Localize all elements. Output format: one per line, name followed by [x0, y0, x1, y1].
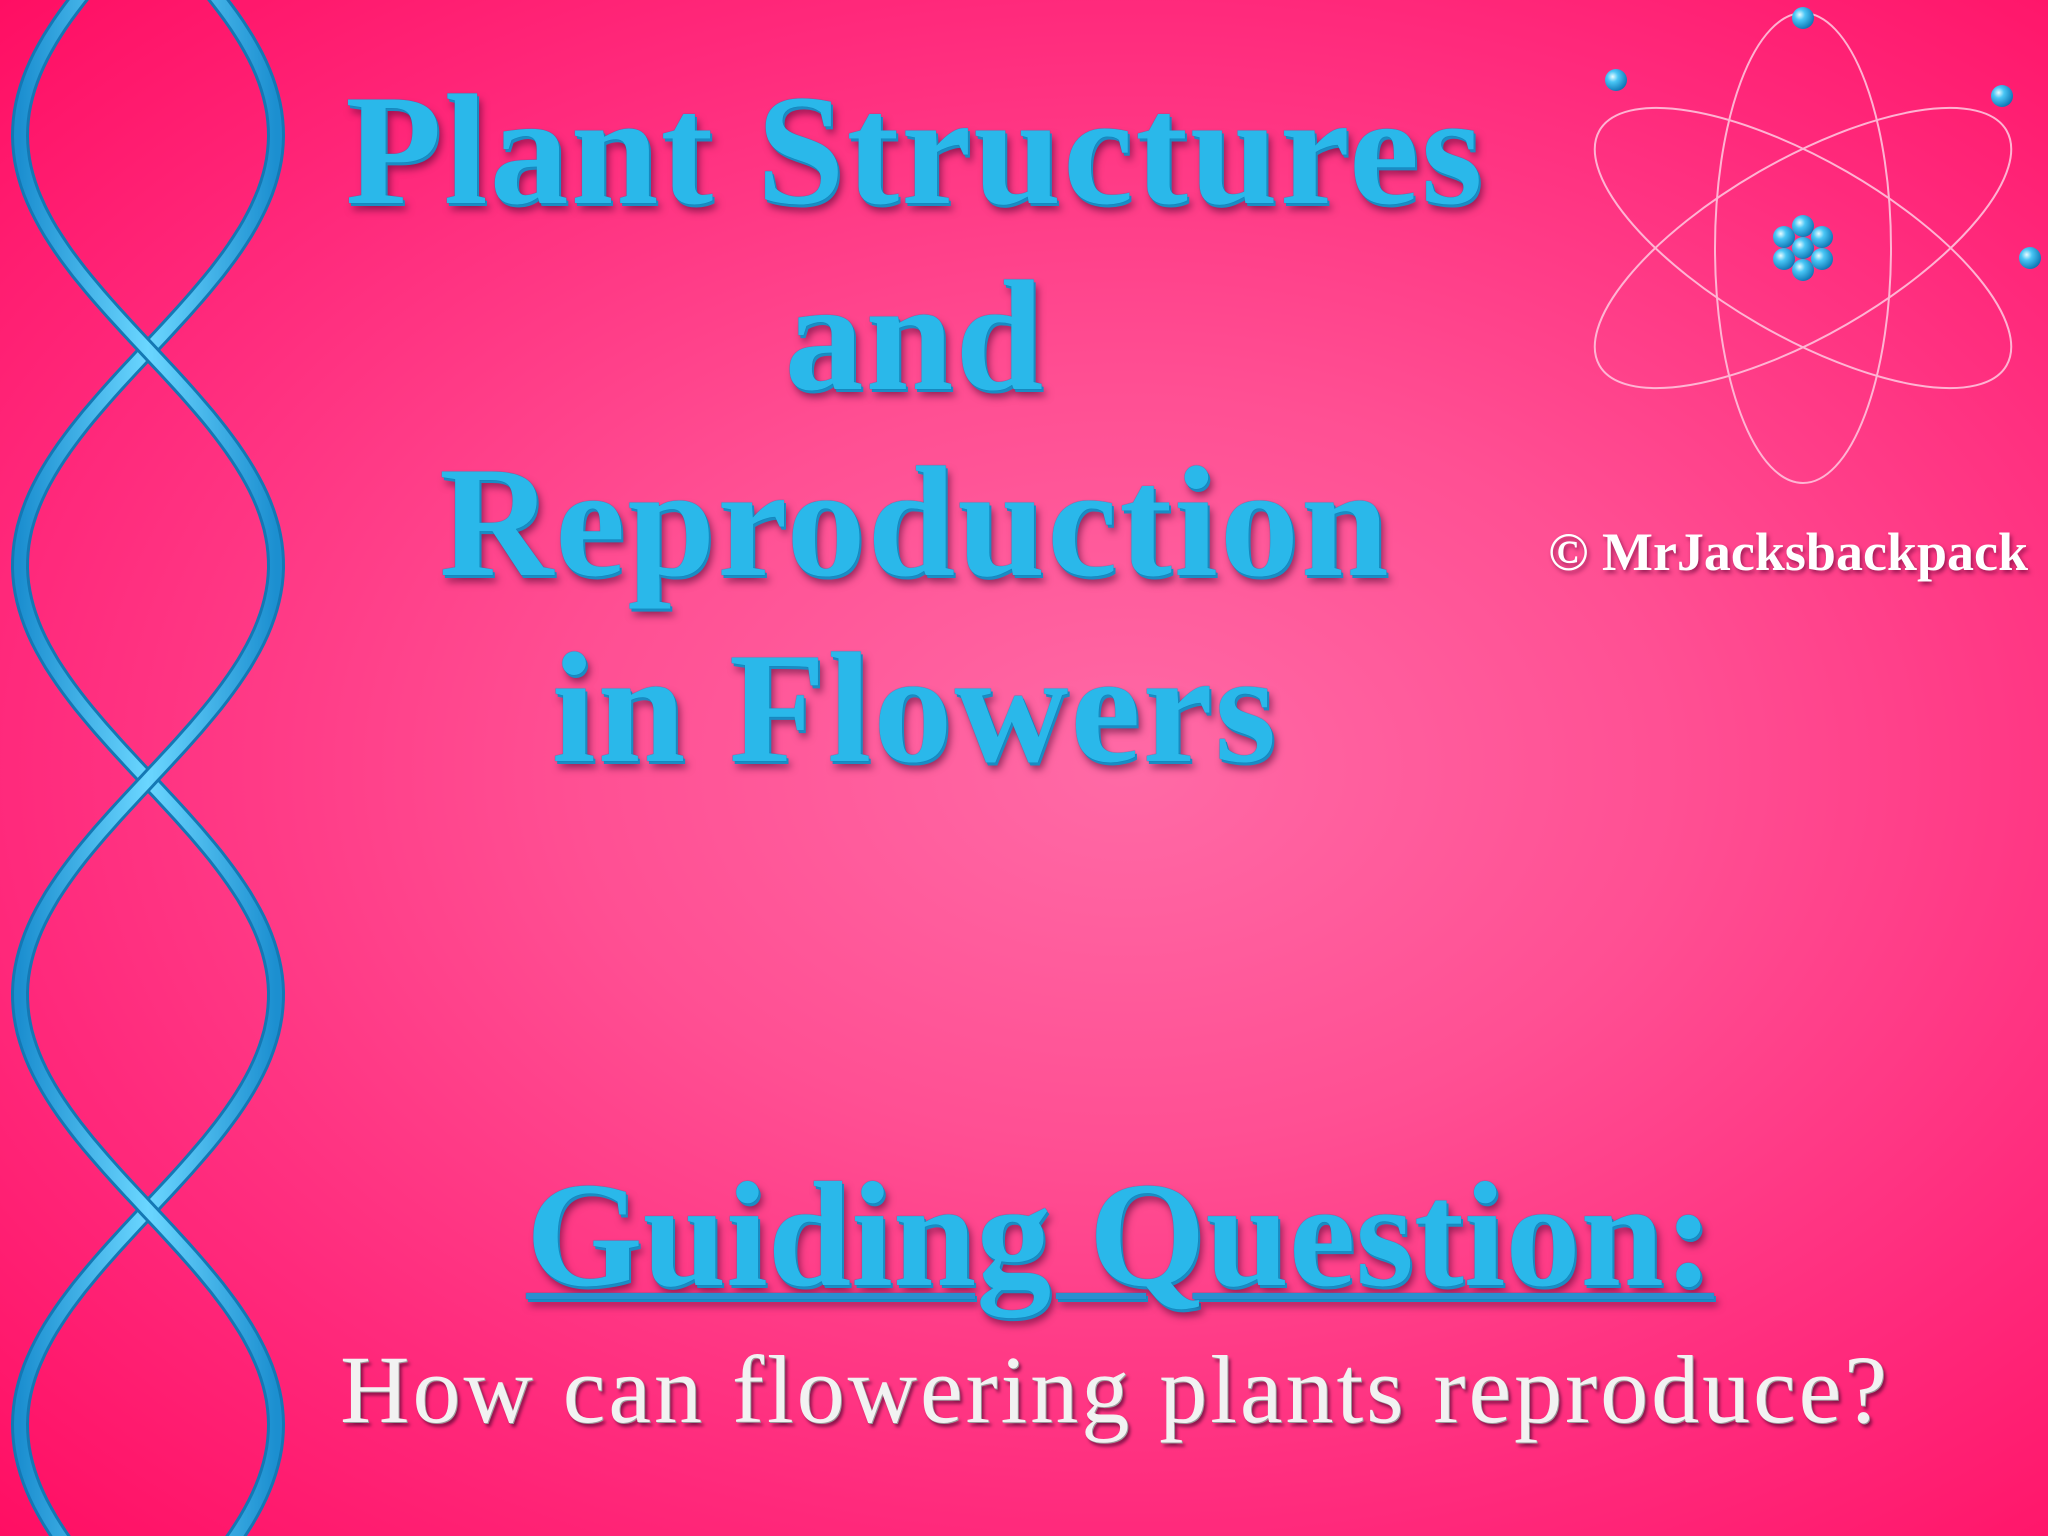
slide-title: Plant Structures and Reproduction in Flo… — [220, 58, 1610, 802]
copyright-notice: © MrJacksbackpack — [1548, 522, 2028, 582]
electron — [1792, 7, 1814, 29]
guiding-question-text: How can flowering plants reproduce? — [340, 1336, 1890, 1443]
electron — [2019, 247, 2041, 269]
title-line: in Flowers — [551, 621, 1279, 796]
atom-icon — [1593, 7, 2041, 484]
dna-double-helix-icon — [10, 0, 286, 1536]
electron — [1605, 69, 1627, 91]
title-line: Reproduction — [439, 435, 1391, 610]
title-line: and — [784, 249, 1046, 424]
guiding-question-heading: Guiding Question: — [526, 1152, 1714, 1318]
nucleus — [1773, 215, 1833, 281]
title-line: Plant Structures — [345, 63, 1485, 238]
electron — [1991, 85, 2013, 107]
